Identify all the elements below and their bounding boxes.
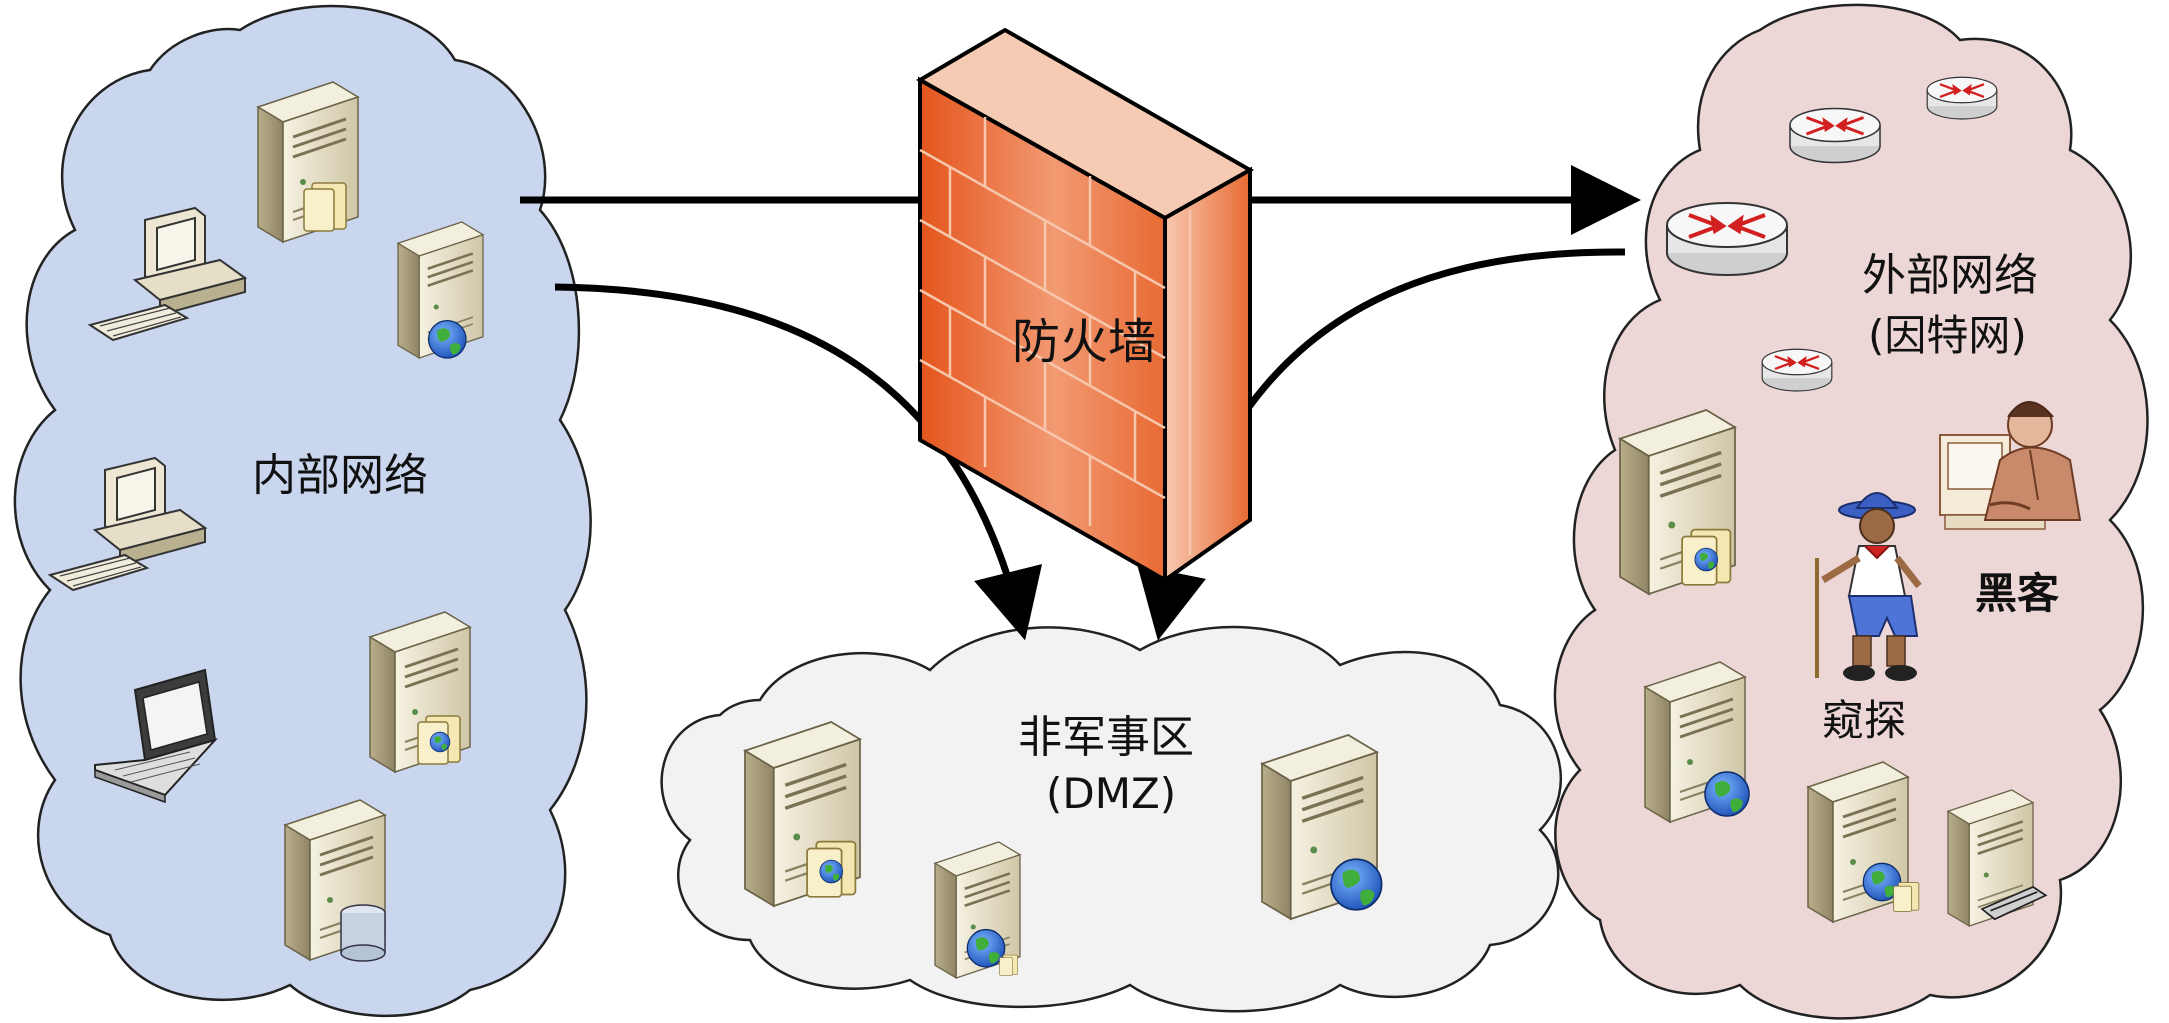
sniffer-server-icon: [1946, 788, 2048, 928]
file-server-icon: [256, 80, 360, 244]
internal-to-dmz-arrow: [554, 283, 1043, 641]
database-server-icon: [283, 798, 387, 962]
file-server-icon: [1618, 408, 1737, 596]
router-icon: [1926, 76, 1998, 121]
web-server-icon: [1643, 660, 1750, 824]
external-network-label-line1: 外部网络: [1862, 250, 2038, 301]
internal-network: 内部网络: [49, 80, 485, 962]
sniffer-person-icon: [1815, 492, 1922, 681]
dmz-cloud: [660, 625, 1563, 1013]
web-server-icon: [1806, 760, 1920, 924]
dmz-network: 非军事区 (DMZ): [743, 712, 1383, 980]
external-network: 外部网络 (因特网) 黑客: [1618, 76, 2082, 928]
file-server-icon: [368, 610, 472, 774]
dmz-label-line2: (DMZ): [1046, 769, 1176, 818]
sniffer-label: 窥探: [1822, 696, 1906, 745]
router-icon: [1665, 201, 1789, 277]
dmz-label-line1: 非军事区: [1018, 712, 1194, 763]
hacker-label: 黑客: [1975, 569, 2059, 618]
file-server-icon: [743, 720, 862, 908]
router-icon: [1761, 348, 1833, 393]
hacker-icon: [1939, 401, 2082, 530]
web-server-icon: [933, 840, 1022, 980]
router-icon: [1788, 107, 1882, 164]
web-server-icon: [1260, 733, 1383, 921]
web-server-icon: [396, 220, 485, 360]
firewall-icon: 防火墙: [915, 27, 1255, 584]
firewall-label: 防火墙: [1012, 314, 1156, 370]
internal-network-label: 内部网络: [252, 450, 428, 501]
external-network-label-line2: (因特网): [1868, 311, 2027, 360]
